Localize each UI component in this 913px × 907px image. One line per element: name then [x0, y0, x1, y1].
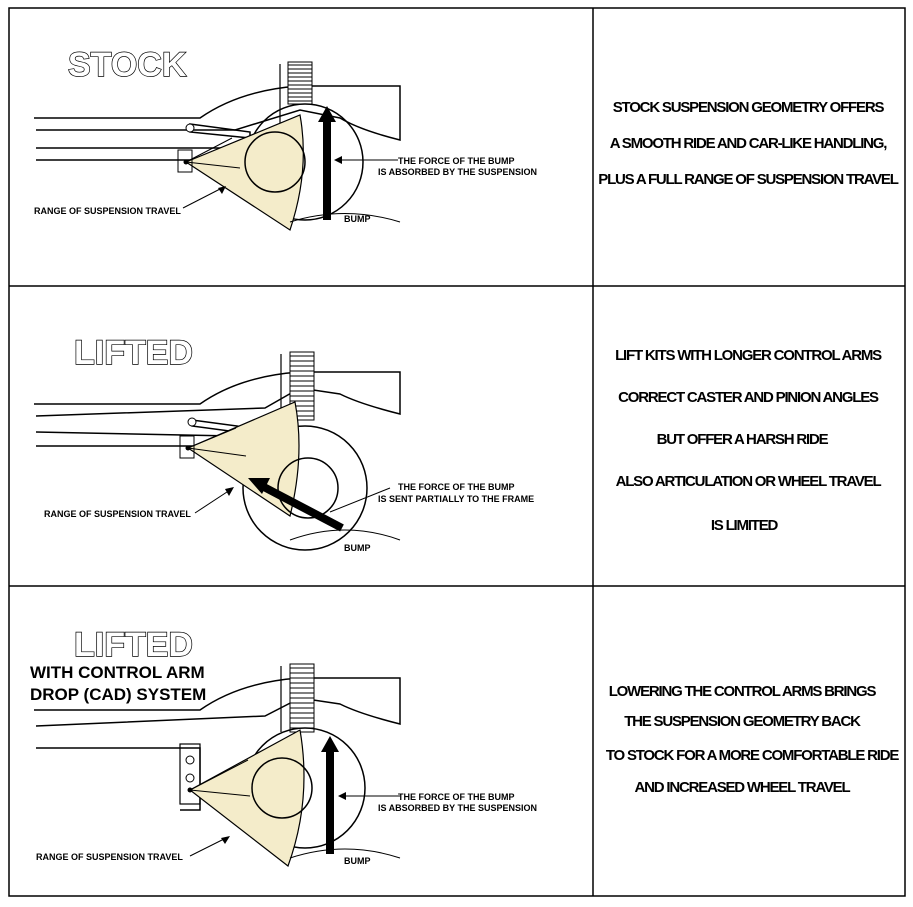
force-label-line-2: IS SENT PARTIALLY TO THE FRAME [378, 494, 534, 504]
panel-title: STOCK [68, 46, 187, 84]
bump-curve [289, 529, 401, 541]
control-arm [189, 123, 251, 139]
description-line: BUT OFFER A HARSH RIDE [657, 431, 829, 448]
description: STOCK SUSPENSION GEOMETRY OFFERS A SMOOT… [598, 99, 900, 188]
description-line: AND INCREASED WHEEL TRAVEL [635, 779, 851, 796]
description-line: THE SUSPENSION GEOMETRY BACK [624, 713, 861, 730]
description: LIFT KITS WITH LONGER CONTROL ARMS CORRE… [615, 347, 883, 534]
range-pointer [182, 187, 223, 209]
bracket-bolt [185, 773, 195, 783]
coil-spring [280, 663, 315, 733]
bump-label: BUMP [344, 856, 371, 866]
panel-subtitle-line: WITH CONTROL ARM [30, 663, 205, 682]
panel-lifted-cad: LIFTED WITH CONTROL ARM DROP (CAD) SYSTE… [30, 625, 901, 867]
panel-title: LIFTED [74, 334, 193, 372]
force-label-line-1: THE FORCE OF THE BUMP [398, 792, 515, 802]
bump-force-arrow [323, 120, 331, 220]
hub [244, 131, 306, 193]
description-line: TO STOCK FOR A MORE COMFORTABLE RIDE [606, 747, 900, 764]
hub [251, 757, 313, 819]
table-grid [8, 7, 906, 897]
description: LOWERING THE CONTROL ARMS BRINGS THE SUS… [606, 683, 901, 796]
panel-lifted: LIFTED THE FORCE OF THE BUMP IS SENT PAR… [34, 333, 883, 553]
description-line: LOWERING THE CONTROL ARMS BRINGS [609, 683, 877, 700]
suspension-travel-sector [184, 114, 304, 231]
outer-border [8, 7, 906, 897]
range-pointer [194, 489, 231, 514]
bump-label: BUMP [344, 543, 371, 553]
description-line: ALSO ARTICULATION OR WHEEL TRAVEL [616, 473, 882, 490]
wheel [242, 425, 368, 551]
panel-subtitle-line: DROP (CAD) SYSTEM [30, 685, 206, 704]
range-label: RANGE OF SUSPENSION TRAVEL [36, 852, 183, 862]
description-line: IS LIMITED [711, 517, 779, 534]
frame-rail-lower [36, 747, 201, 811]
range-label: RANGE OF SUSPENSION TRAVEL [44, 509, 191, 519]
suspension-travel-sector [188, 729, 305, 867]
mount-bracket [179, 435, 195, 459]
arm-lines [187, 427, 247, 457]
force-pointer [329, 487, 391, 513]
pivot-point [187, 787, 193, 793]
arm-pivot [185, 123, 195, 133]
bump-force-arrowhead [318, 106, 336, 122]
bump-force-arrowhead [248, 478, 270, 494]
pivot-point [183, 159, 189, 165]
description-line: CORRECT CASTER AND PINION ANGLES [618, 389, 879, 406]
panel-stock: STOCK THE FORCE OF THE BUMP IS ABS [34, 45, 900, 231]
bump-curve [289, 848, 401, 859]
mount-bracket [177, 149, 193, 173]
panel-title: LIFTED [74, 626, 193, 664]
arm-lines [185, 137, 241, 169]
description-line: STOCK SUSPENSION GEOMETRY OFFERS [613, 99, 885, 116]
bump-force-arrow [326, 750, 334, 854]
bracket-bolt [185, 755, 195, 765]
force-label-line-1: THE FORCE OF THE BUMP [398, 482, 515, 492]
force-label-line-1: THE FORCE OF THE BUMP [398, 156, 515, 166]
arm-pivot [187, 417, 197, 427]
arm-lines [189, 759, 251, 797]
range-pointer [189, 837, 227, 857]
range-label: RANGE OF SUSPENSION TRAVEL [34, 206, 181, 216]
bump-curve [289, 213, 401, 223]
bump-force-arrow [260, 482, 344, 532]
bump-label: BUMP [344, 214, 371, 224]
force-label-line-2: IS ABSORBED BY THE SUSPENSION [378, 803, 537, 813]
frame-rail [34, 677, 401, 727]
bump-force-arrowhead [321, 736, 339, 752]
description-line: A SMOOTH RIDE AND CAR-LIKE HANDLING, [610, 135, 888, 152]
description-line: LIFT KITS WITH LONGER CONTROL ARMS [615, 347, 882, 364]
frame-rail [34, 371, 401, 417]
hub [277, 457, 339, 519]
drop-bracket [179, 743, 201, 805]
pivot-point [185, 445, 191, 451]
coil-spring [279, 61, 313, 130]
frame-rail [34, 85, 401, 141]
force-label-line-2: IS ABSORBED BY THE SUSPENSION [378, 167, 537, 177]
description-line: PLUS A FULL RANGE OF SUSPENSION TRAVEL [598, 171, 898, 188]
